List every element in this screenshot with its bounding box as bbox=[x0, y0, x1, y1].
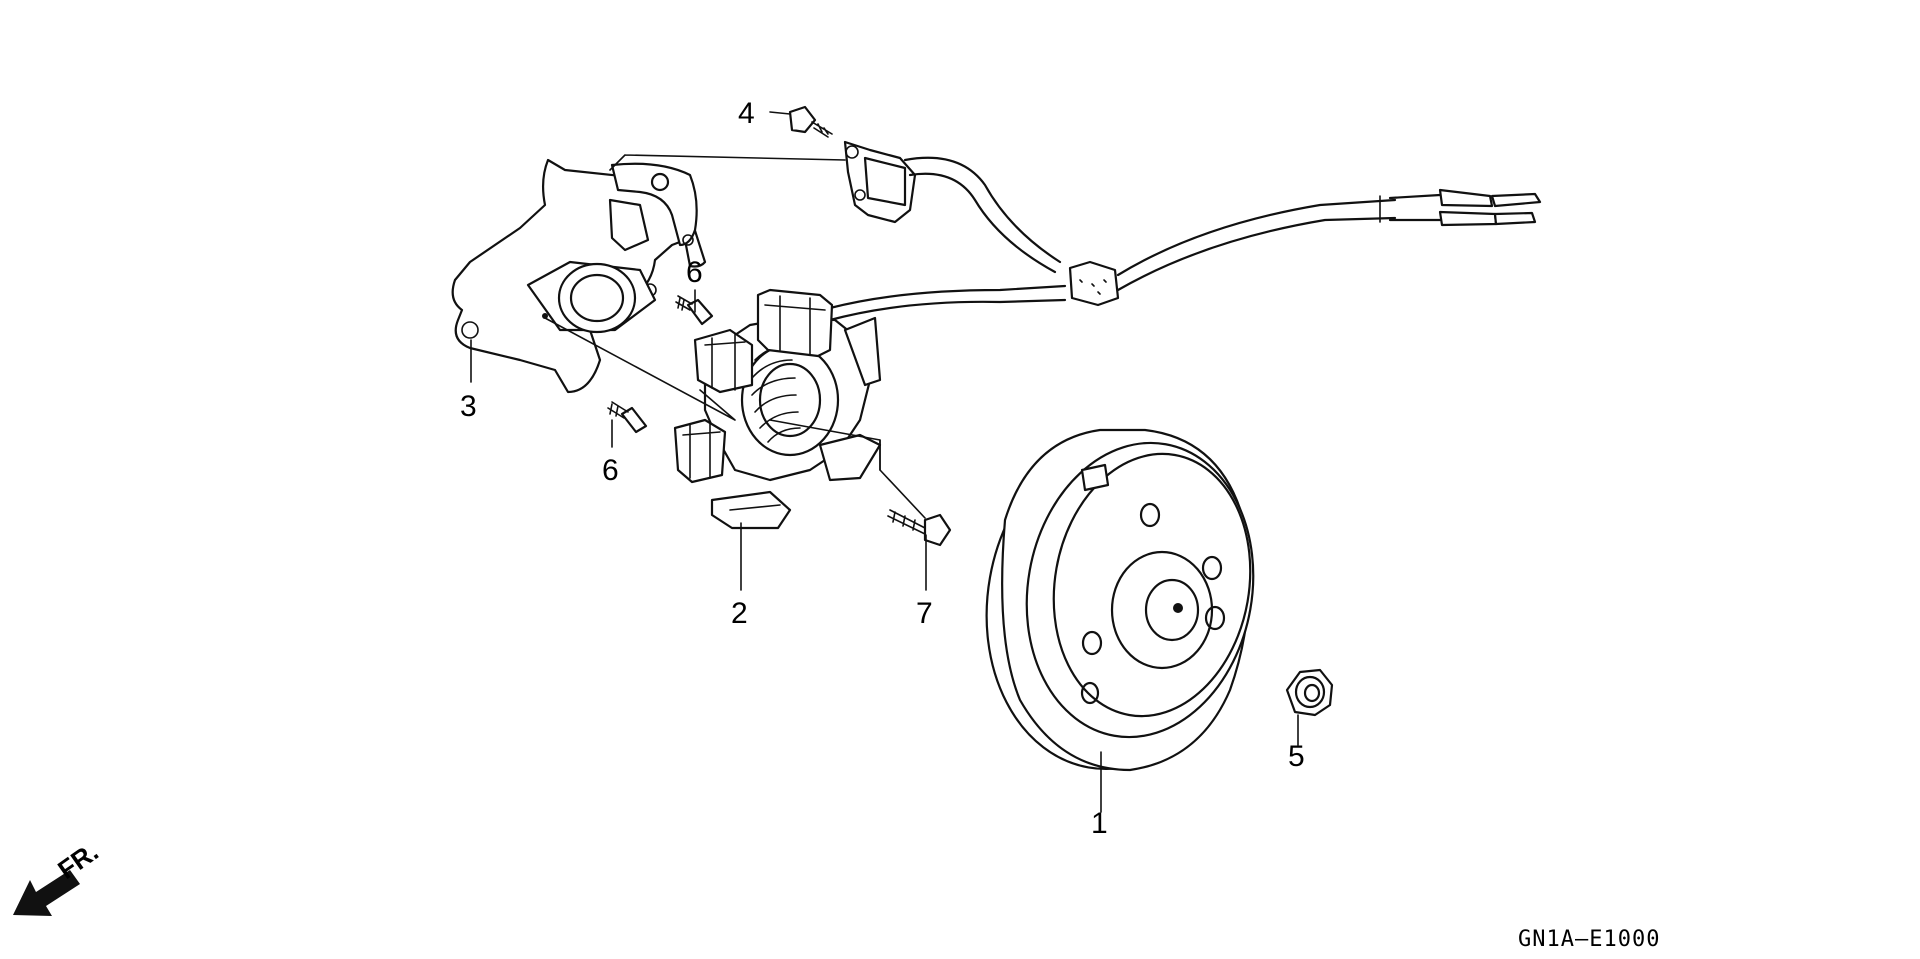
screw-part-6-upper bbox=[675, 295, 714, 326]
callout-4: 4 bbox=[738, 97, 755, 130]
bolt-part-4 bbox=[788, 105, 833, 138]
callout-6-upper: 6 bbox=[686, 256, 703, 289]
callout-5: 5 bbox=[1288, 740, 1305, 773]
flywheel-part-1 bbox=[985, 428, 1255, 772]
flange-nut-part-5 bbox=[1285, 668, 1334, 717]
callout-6-lower: 6 bbox=[602, 454, 619, 487]
pulser-sensor bbox=[843, 140, 917, 224]
bolt-part-7 bbox=[887, 509, 952, 547]
callout-2: 2 bbox=[731, 597, 748, 630]
leader-lines bbox=[470, 111, 1299, 813]
base-plate-part-3 bbox=[451, 158, 707, 394]
front-direction-arrow-icon bbox=[13, 870, 80, 916]
callout-1: 1 bbox=[1091, 807, 1108, 840]
diagram-code: GN1A–E1000 bbox=[1518, 927, 1660, 952]
callout-7: 7 bbox=[916, 597, 933, 630]
screw-part-6-lower bbox=[607, 401, 648, 434]
wire-harness bbox=[828, 156, 1542, 322]
callout-3: 3 bbox=[460, 390, 477, 423]
stator-part-2 bbox=[673, 288, 882, 530]
